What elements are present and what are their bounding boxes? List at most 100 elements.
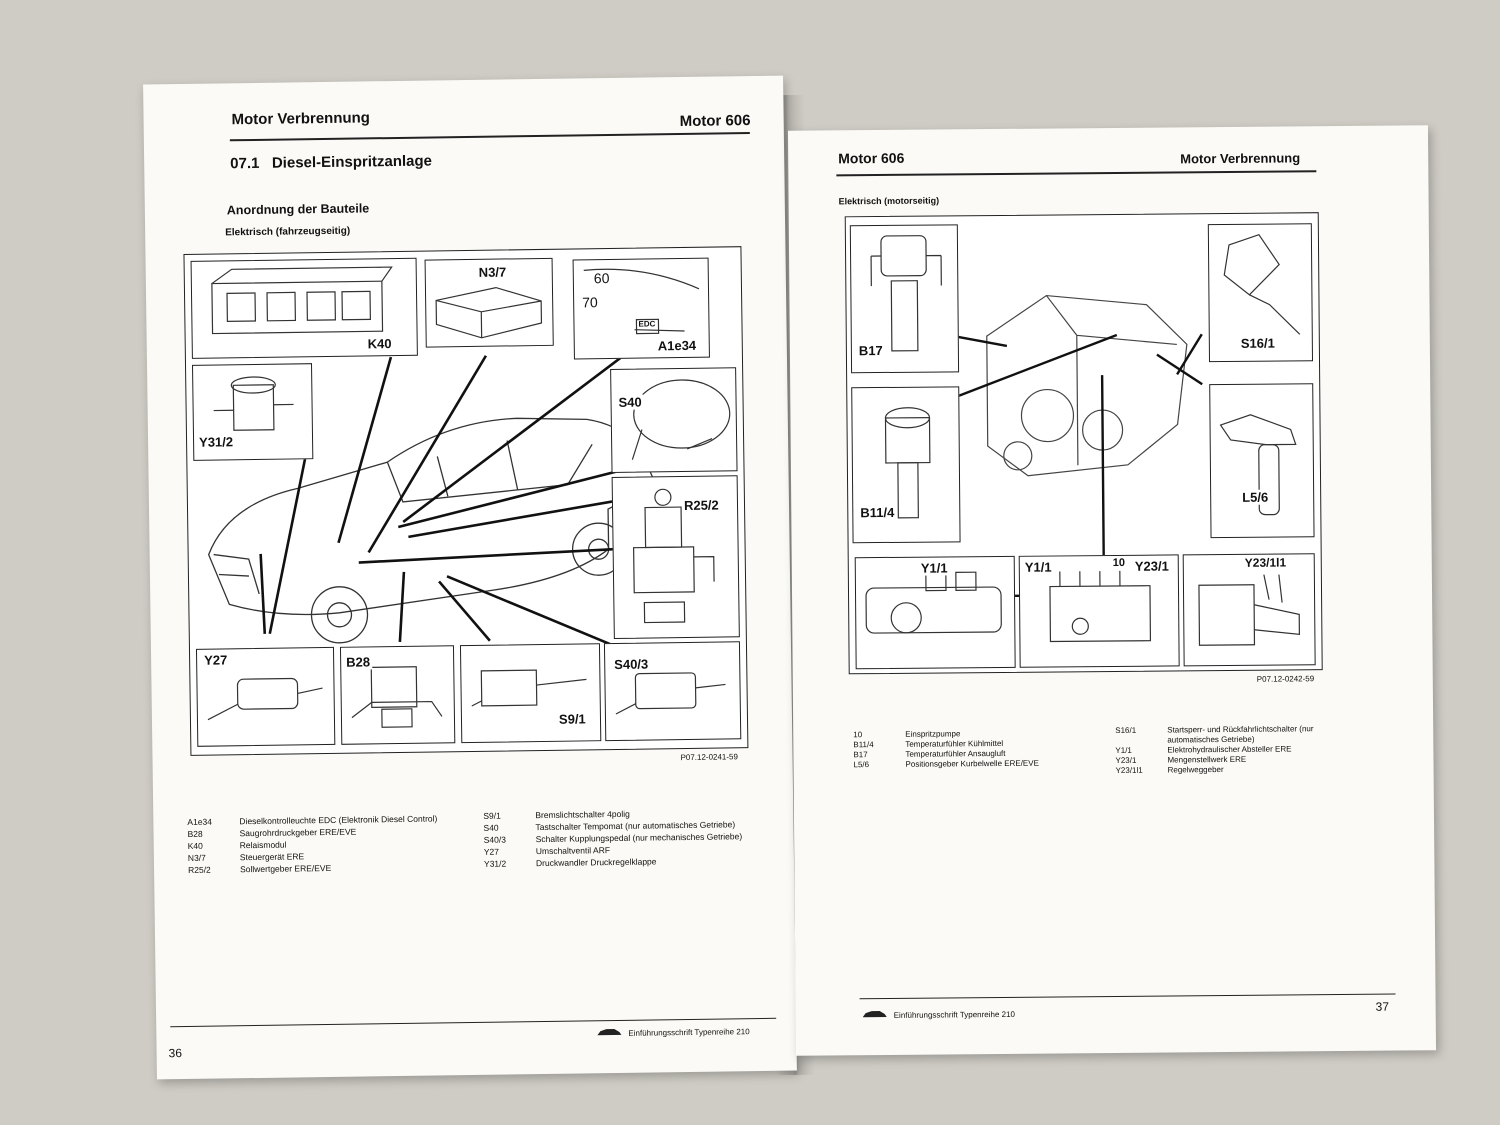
label-y23-1l1: Y23/1l1: [1242, 555, 1289, 570]
box-setpoint-sensor: [611, 475, 740, 639]
label-k40: K40: [365, 336, 394, 352]
box-intake-air-sensor: [849, 224, 960, 374]
legend-desc: Regelweggeber: [1167, 765, 1224, 775]
legend-row: R25/2 Sollwertgeber ERE/EVE: [188, 860, 458, 876]
legend-code: S40: [483, 822, 499, 833]
box-injection-pump: [1018, 554, 1180, 668]
legend-code: S9/1: [483, 810, 501, 821]
legend-code: Y1/1: [1115, 745, 1132, 755]
left-page: Motor Verbrennung Motor 606 07.1 Diesel-…: [143, 75, 797, 1080]
right-header-title: Motor Verbrennung: [1180, 150, 1301, 167]
gauge-number-70: 70: [582, 294, 598, 311]
figure-id-left: P07.12-0241-59: [680, 752, 738, 763]
section-heading: 07.1 Diesel-Einspritzanlage: [230, 152, 432, 172]
footer-rule: [859, 993, 1396, 1000]
footer-left: Einführungsschrift Typenreihe 210: [596, 1026, 750, 1038]
car-illustration: [207, 352, 659, 646]
right-page: Motor 606 Motor Verbrennung Elektrisch (…: [787, 125, 1437, 1056]
section-number: 07.1: [230, 154, 260, 173]
left-header-title: Motor Verbrennung: [231, 109, 371, 129]
legend-code: N3/7: [187, 852, 206, 863]
box-pressure-transducer: [192, 363, 314, 461]
gauge-number-60: 60: [593, 270, 610, 287]
coolant-sensor-drawing: [884, 407, 931, 519]
figure-id-right: P07.12-0242-59: [1256, 674, 1315, 684]
gauge-edc-text: EDC: [638, 319, 656, 329]
figure-caption: Elektrisch (fahrzeugseitig): [225, 225, 351, 239]
subheading: Anordnung der Bauteile: [226, 201, 370, 218]
label-10: 10: [1110, 556, 1128, 570]
label-y23-1: Y23/1: [1132, 558, 1171, 574]
steering-wheel-drawing: [631, 379, 731, 460]
label-l5-6: L5/6: [1240, 489, 1271, 505]
header-rule: [836, 170, 1317, 176]
injection-pump-drawing: [1049, 570, 1152, 643]
section-title: Diesel-Einspritzanlage: [271, 152, 433, 172]
legend-code: S40/3: [483, 834, 506, 845]
legend-code: Y31/2: [483, 858, 507, 869]
figure-caption-right: Elektrisch (motorseitig): [838, 195, 940, 207]
legend-code: B17: [853, 750, 868, 760]
label-b17: B17: [856, 342, 885, 359]
label-s16-1: S16/1: [1238, 335, 1277, 351]
box-relay-module: [190, 257, 418, 359]
box-manifold-pressure-sensor: [339, 645, 456, 745]
label-y31-2: Y31/2: [196, 434, 236, 450]
box-coolant-temp-sensor: [851, 386, 961, 544]
instrument-cluster-drawing: [583, 268, 700, 335]
label-y27: Y27: [202, 652, 230, 668]
figure-vehicle-components: K40 N3/7 60 70 EDC A1e34: [183, 246, 749, 756]
footer-rule: [170, 1017, 777, 1028]
quantity-actuator-drawing: [1198, 574, 1300, 646]
label-a1e34: A1e34: [655, 337, 699, 354]
setpoint-sensor-drawing: [632, 488, 715, 624]
legend-code: B11/4: [853, 740, 874, 750]
label-y1-1-b: Y1/1: [1022, 559, 1054, 575]
figure-engine-components: B17 S16/1 B11/4: [844, 212, 1323, 675]
relay-module-drawing: [211, 266, 393, 335]
start-switch-drawing: [1223, 233, 1301, 335]
legend-right-col-b: S16/1 Startsperr- und Rückfahrlichtschalt…: [1115, 724, 1335, 776]
control-unit-drawing: [435, 286, 543, 339]
box-switchover-valve: [195, 646, 336, 747]
box-cruise-switch: [610, 367, 738, 474]
legend-row: Y31/2 Druckwandler Druckregelklappe: [484, 854, 744, 870]
car-logo-icon: [862, 1010, 888, 1020]
intake-sensor-drawing: [870, 235, 942, 352]
box-quantity-actuator: [1182, 553, 1316, 667]
legend-desc: Positionsgeber Kurbelwelle ERE/EVE: [905, 758, 1039, 769]
legend-code: K40: [187, 840, 203, 851]
legend-code: 10: [853, 730, 863, 740]
label-s9-1: S9/1: [556, 711, 588, 727]
footer-right: Einführungsschrift Typenreihe 210: [862, 1009, 1015, 1020]
box-control-unit: [424, 257, 554, 348]
pressure-sensor-drawing: [351, 666, 443, 728]
car-logo-icon: [596, 1028, 622, 1038]
legend-desc: Druckwandler Druckregelklappe: [535, 856, 657, 869]
legend-code: B28: [187, 828, 203, 839]
clutch-switch-drawing: [615, 672, 726, 715]
legend-code: R25/2: [187, 864, 211, 875]
box-brake-light-switch: [459, 643, 602, 744]
pressure-transducer-drawing: [213, 376, 294, 431]
legend-code: Y23/1l1: [1115, 765, 1143, 775]
legend-code: A1e34: [187, 816, 213, 827]
page-number-left: 36: [168, 1046, 183, 1061]
legend-code: S16/1: [1115, 725, 1137, 735]
label-r25-2: R25/2: [681, 497, 721, 514]
label-b28: B28: [344, 654, 373, 670]
legend-code: Y23/1: [1115, 755, 1137, 765]
label-n3-7: N3/7: [476, 264, 509, 280]
label-s40: S40: [616, 394, 644, 410]
legend-code: Y27: [483, 846, 500, 857]
legend-desc: Startsperr- und Rückfahrlichtschalter (n…: [1167, 724, 1314, 745]
label-b11-4: B11/4: [858, 504, 897, 521]
switchover-valve-drawing: [207, 677, 323, 721]
legend-desc: Sollwertgeber ERE/EVE: [239, 862, 332, 875]
box-instrument-cluster: 60 70 EDC: [572, 257, 710, 360]
page-number-right: 37: [1375, 999, 1390, 1014]
